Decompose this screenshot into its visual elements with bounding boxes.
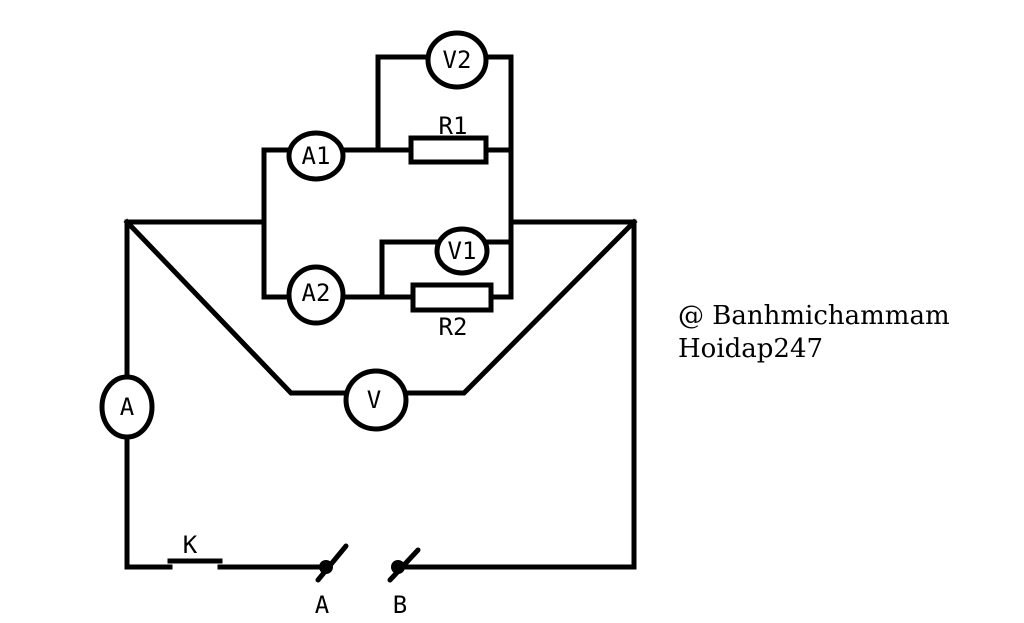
- ammeter-a: A: [99, 374, 155, 440]
- resistor-r2: R2: [410, 282, 494, 341]
- voltmeter-branch: [123, 218, 638, 396]
- outer-wires: [124, 219, 637, 570]
- watermark-line-1: @ Banhmichammam: [678, 301, 950, 331]
- voltmeter-v: V: [343, 368, 409, 432]
- resistor-r1: R1: [408, 112, 489, 165]
- resistor-r2-label: R2: [439, 313, 468, 341]
- voltmeter-v2-label: V2: [443, 46, 472, 74]
- terminal-b: B: [387, 547, 421, 619]
- ammeter-a1-label: A1: [302, 142, 331, 170]
- voltmeter-v2: V2: [425, 30, 489, 90]
- ammeter-a2-label: A2: [302, 279, 331, 307]
- watermark-line-2: Hoidap247: [678, 334, 824, 364]
- voltmeter-v1: V1: [434, 226, 490, 276]
- terminal-b-label: B: [393, 591, 407, 619]
- terminal-a-label: A: [315, 591, 330, 619]
- switch-k: K: [167, 531, 223, 564]
- resistor-r1-label: R1: [439, 112, 468, 140]
- voltmeter-v-label: V: [367, 386, 381, 414]
- ammeter-a2: A2: [286, 264, 346, 326]
- voltmeter-v1-label: V1: [448, 237, 477, 265]
- ammeter-a-label: A: [120, 393, 135, 421]
- parallel-section: [261, 54, 514, 300]
- ammeter-a1: A1: [286, 130, 346, 182]
- switch-k-label: K: [183, 531, 198, 559]
- watermark: @ Banhmichammam Hoidap247: [678, 300, 950, 366]
- terminal-a: A: [315, 543, 349, 619]
